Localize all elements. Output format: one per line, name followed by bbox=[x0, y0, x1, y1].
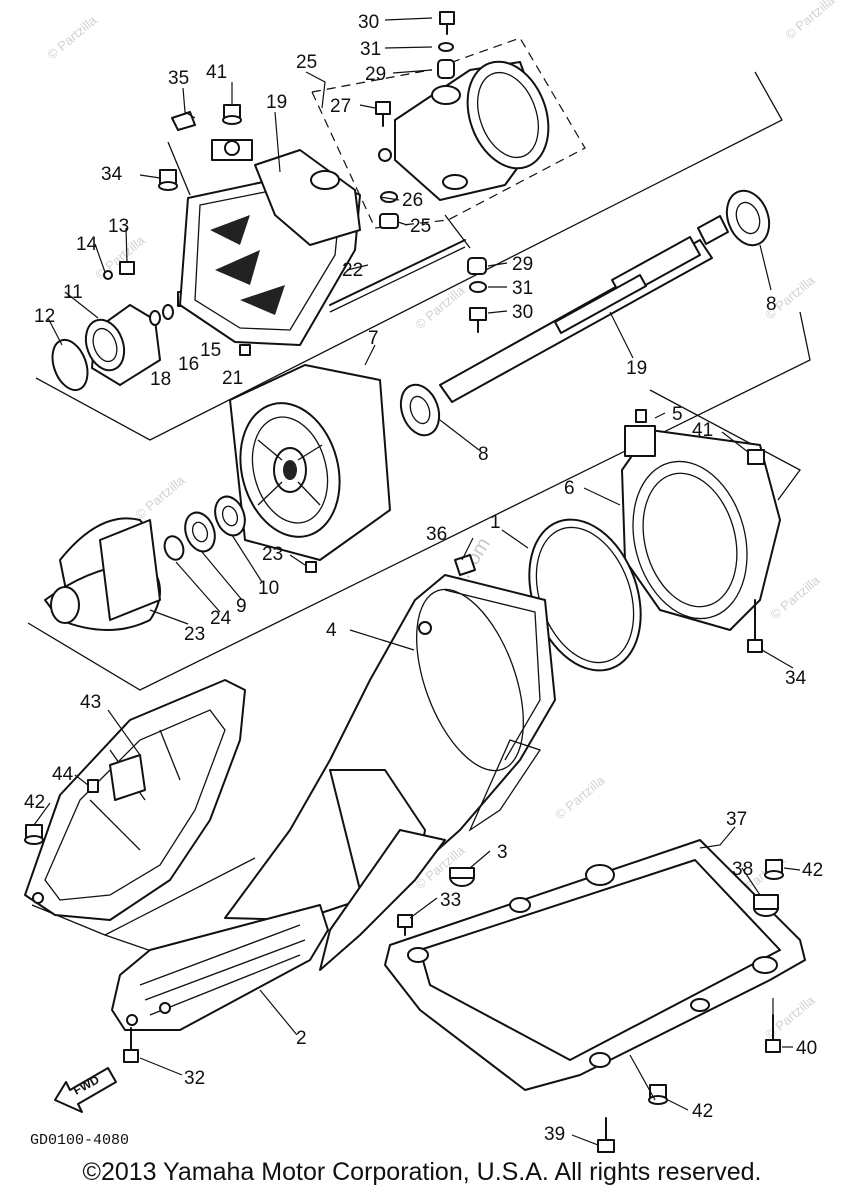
part-label-10: 10 bbox=[258, 578, 279, 599]
part-label-2: 2 bbox=[296, 1028, 307, 1049]
bolts-41-34 bbox=[158, 104, 242, 191]
watermark-text: © Partzilla bbox=[132, 472, 188, 522]
part-label-1: 1 bbox=[490, 512, 501, 533]
part-label-15: 15 bbox=[200, 340, 221, 361]
part-label-40: 40 bbox=[796, 1038, 817, 1059]
part-label-32: 32 bbox=[184, 1068, 205, 1089]
part-label-12: 12 bbox=[34, 306, 55, 327]
part-23-impeller bbox=[44, 517, 161, 631]
part-32-bolt bbox=[123, 1027, 139, 1063]
part-label-42: 42 bbox=[24, 792, 45, 813]
part-label-22: 23 bbox=[262, 544, 283, 565]
part-label-25: 25 bbox=[296, 52, 317, 73]
part-label-34b: 34 bbox=[785, 668, 807, 689]
part-label-31: 31 bbox=[360, 39, 381, 60]
part-3-grommet bbox=[449, 867, 475, 887]
part-11-nozzle bbox=[84, 304, 161, 386]
copyright-notice: ©2013 Yamaha Motor Corporation, U.S.A. A… bbox=[82, 1158, 762, 1186]
part-label-23: 23 bbox=[184, 624, 205, 645]
part-label-27: 26 bbox=[402, 190, 423, 211]
part-label-41b: 41 bbox=[692, 420, 713, 441]
part-21-stud bbox=[329, 239, 466, 313]
parts-39-40-42-bottom bbox=[597, 1014, 781, 1153]
part-2-ride-plate bbox=[111, 904, 329, 1031]
watermark-text: © Partzilla bbox=[412, 282, 468, 332]
part-label-37: 37 bbox=[726, 809, 747, 830]
part-7-pump-housing bbox=[229, 364, 391, 561]
leader-lines bbox=[33, 17, 801, 1146]
part-label-30b: 30 bbox=[512, 302, 533, 323]
assembly-frame-lines bbox=[27, 37, 811, 986]
part-label-24: 24 bbox=[210, 608, 232, 629]
part-label-36: 36 bbox=[426, 524, 447, 545]
bolt-34-right bbox=[747, 599, 763, 653]
part-label-5: 5 bbox=[672, 404, 683, 425]
drawing-code: GD0100-4080 bbox=[30, 1132, 129, 1149]
exploded-parts-diagram: © Partzilla © Partzilla © Partzilla © Pa… bbox=[24, 0, 838, 1153]
watermark-text: © Partzilla bbox=[762, 992, 818, 1042]
part-label-30: 30 bbox=[358, 12, 379, 33]
part-25-pump-cover bbox=[378, 60, 550, 201]
part-label-16: 16 bbox=[178, 354, 199, 375]
part-label-20: 21 bbox=[222, 368, 243, 389]
bearings-8 bbox=[399, 189, 771, 437]
part-label-35: 35 bbox=[168, 68, 189, 89]
part-label-13: 13 bbox=[108, 216, 129, 237]
duct-mount-bracket bbox=[319, 739, 542, 971]
part-label-21: 22 bbox=[342, 260, 363, 281]
fwd-arrow: FWD bbox=[54, 1067, 117, 1113]
part-label-42b: 42 bbox=[802, 860, 823, 881]
part-label-41: 41 bbox=[206, 62, 227, 83]
part-label-11: 11 bbox=[63, 282, 83, 303]
part-label-38: 38 bbox=[732, 859, 753, 880]
part-label-29: 29 bbox=[365, 64, 386, 85]
part-37-plate bbox=[384, 839, 806, 1091]
part-number-labels: 30 31 29 25 41 35 19 27 26 25 34 13 14 1… bbox=[24, 12, 823, 1145]
part-43-intake-grate bbox=[24, 679, 246, 921]
part-label-3: 3 bbox=[497, 842, 508, 863]
part-label-43: 43 bbox=[80, 692, 101, 713]
part-label-17: 18 bbox=[150, 369, 171, 390]
part-6-intake-housing bbox=[621, 409, 781, 631]
watermark-text: © Partzilla bbox=[782, 0, 838, 42]
part-label-7: 7 bbox=[368, 328, 379, 349]
part-18-shaft bbox=[439, 215, 729, 403]
hardware-26-31 bbox=[375, 11, 487, 333]
part-label-33: 33 bbox=[440, 890, 461, 911]
part-label-44: 44 bbox=[52, 764, 74, 785]
part-label-4: 4 bbox=[326, 620, 337, 641]
part-label-28: 27 bbox=[330, 96, 351, 117]
part-label-31b: 31 bbox=[512, 278, 533, 299]
part-label-8: 8 bbox=[766, 294, 777, 315]
watermark-text: © Partzilla bbox=[44, 12, 100, 62]
part-label-26: 25 bbox=[410, 216, 431, 237]
part-label-9: 9 bbox=[236, 596, 247, 617]
part-label-14: 14 bbox=[76, 234, 98, 255]
watermark-text: © Partzilla bbox=[767, 572, 823, 622]
part-label-34: 34 bbox=[101, 164, 123, 185]
part-19-nozzle-housing bbox=[179, 139, 361, 346]
part-label-6: 6 bbox=[564, 478, 575, 499]
parts-38-42-right bbox=[753, 859, 784, 917]
parts-9-10-22-24 bbox=[163, 495, 317, 573]
part-33-bolt bbox=[397, 914, 413, 936]
part-label-42c: 42 bbox=[692, 1101, 713, 1122]
part-label-39: 39 bbox=[544, 1124, 565, 1145]
watermark-text: © Partzilla bbox=[552, 772, 608, 822]
part-label-8b: 8 bbox=[478, 444, 489, 465]
part-label-18: 19 bbox=[626, 358, 647, 379]
part-12-cap bbox=[51, 338, 89, 392]
part-label-29b: 29 bbox=[512, 254, 533, 275]
part-label-19: 19 bbox=[266, 92, 287, 113]
